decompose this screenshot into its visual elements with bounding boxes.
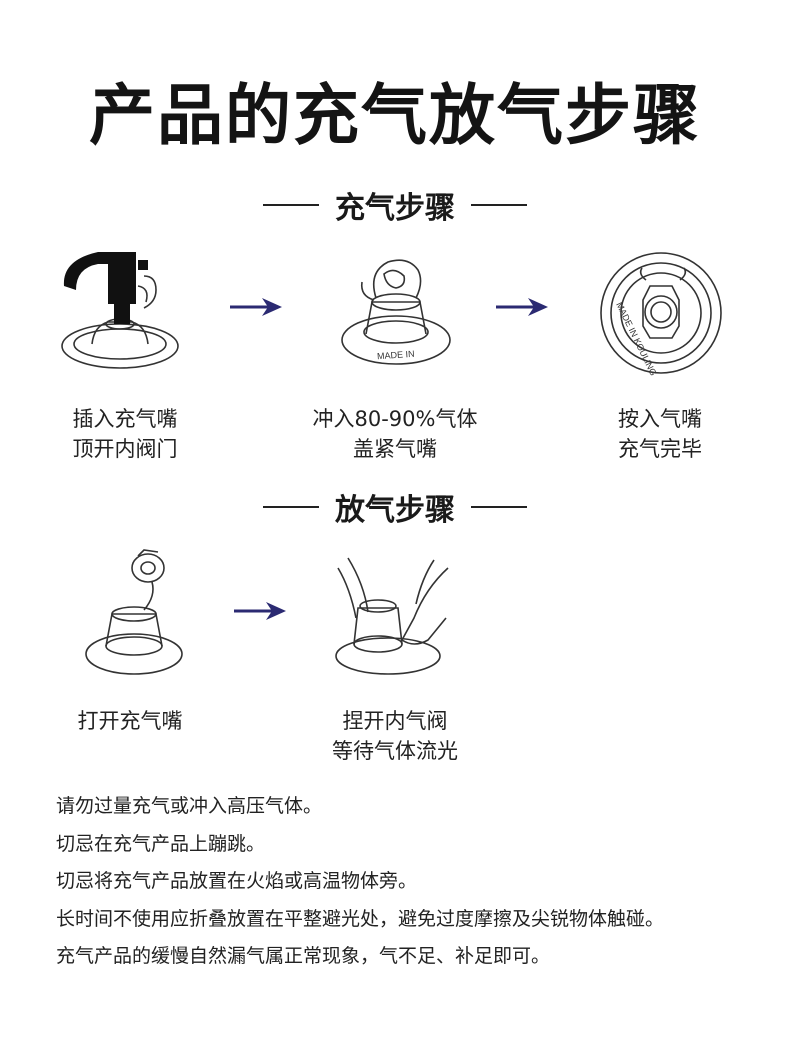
- heading-rule-left: [263, 204, 319, 206]
- arrow-right-icon: [496, 298, 548, 316]
- usage-notes: 请勿过量充气或冲入高压气体。 切忌在充气产品上蹦跳。 切忌将充气产品放置在火焰或…: [56, 788, 776, 976]
- caption-line: 顶开内阀门: [72, 437, 178, 461]
- deflate-heading: 放气步骤: [0, 482, 790, 532]
- caption-line: 按入气嘴: [618, 407, 702, 431]
- caption-line: 充气完毕: [618, 437, 702, 461]
- note-item: 请勿过量充气或冲入高压气体。: [56, 795, 323, 817]
- heading-rule-left: [263, 506, 319, 508]
- inflate-heading-text: 充气步骤: [335, 191, 455, 226]
- caption-line: 打开充气嘴: [77, 709, 183, 733]
- inflate-heading: 充气步骤: [0, 180, 790, 230]
- inflate-step-3-illustration: MADE IN KOULING: [600, 252, 722, 376]
- note-item: 切忌在充气产品上蹦跳。: [56, 832, 266, 855]
- note-item: 切忌将充气产品放置在火焰或高温物体旁。: [56, 870, 418, 892]
- caption-line: 等待气体流光: [332, 739, 458, 763]
- caption-line: 冲入80-90%气体: [312, 407, 478, 431]
- arrow-right-icon: [234, 602, 286, 620]
- caption-line: 插入充气嘴: [72, 407, 178, 431]
- heading-rule-right: [471, 204, 527, 206]
- note-item: 充气产品的缓慢自然漏气属正常现象，气不足、补足即可。: [56, 945, 551, 967]
- heading-rule-right: [471, 506, 527, 508]
- caption-line: 捏开内气阀: [342, 709, 448, 733]
- ring-mark: MADE IN: [377, 349, 415, 362]
- inflate-step-1-illustration: [61, 252, 179, 369]
- caption-line: 盖紧气嘴: [353, 437, 437, 461]
- arrow-right-icon: [230, 298, 282, 316]
- deflate-step-2-illustration: [335, 557, 449, 675]
- inflate-step-1-caption: 插入充气嘴 顶开内阀门: [40, 404, 210, 464]
- deflate-heading-text: 放气步骤: [335, 493, 455, 528]
- inflate-step-2-caption: 冲入80-90%气体 盖紧气嘴: [295, 404, 495, 464]
- deflate-step-2-caption: 捏开内气阀 等待气体流光: [305, 706, 485, 766]
- inflate-step-2-illustration: MADE IN: [341, 259, 451, 365]
- inflate-step-3-caption: 按入气嘴 充气完毕: [580, 404, 740, 464]
- deflate-step-1-illustration: [85, 549, 183, 675]
- note-item: 长时间不使用应折叠放置在平整避光处，避免过度摩擦及尖锐物体触碰。: [56, 907, 665, 930]
- deflate-step-1-caption: 打开充气嘴: [50, 706, 210, 736]
- page-title: 产品的充气放气步骤: [89, 77, 701, 154]
